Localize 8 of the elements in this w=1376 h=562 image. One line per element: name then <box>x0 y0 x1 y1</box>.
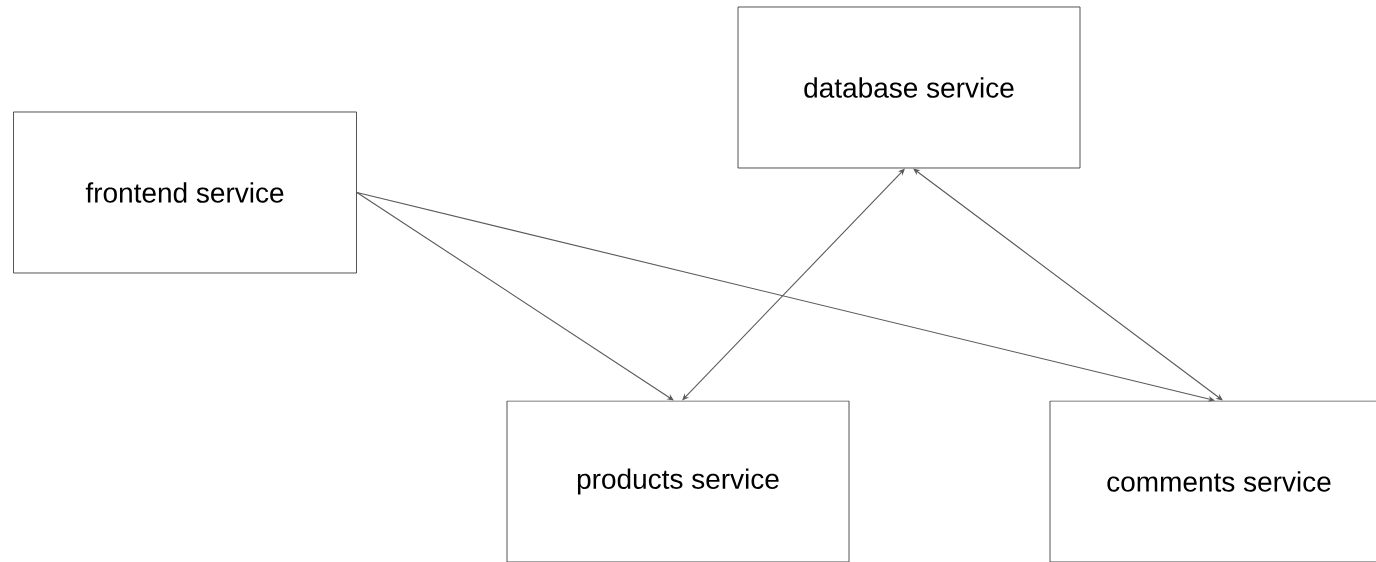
service-box: frontend service <box>13 111 357 274</box>
service-box: products service <box>506 400 850 562</box>
arrow <box>356 191 1215 402</box>
arrow <box>913 168 1223 401</box>
arrow <box>356 191 674 401</box>
service-box: comments service <box>1049 400 1376 562</box>
arrow <box>682 168 905 401</box>
service-box: database service <box>737 6 1081 169</box>
